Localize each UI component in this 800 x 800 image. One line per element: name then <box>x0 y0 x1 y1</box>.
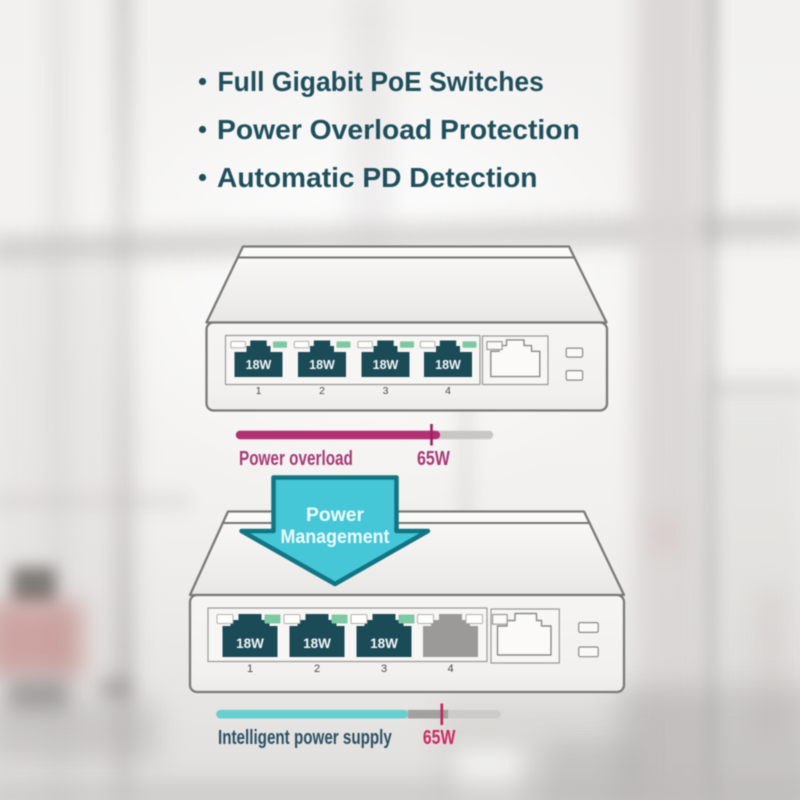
svg-text:Full Gigabit PoE Switches: Full Gigabit PoE Switches <box>218 65 544 97</box>
svg-text:18W: 18W <box>373 358 399 372</box>
svg-text:18W: 18W <box>303 636 331 651</box>
svg-text:4: 4 <box>447 663 453 675</box>
svg-text:3: 3 <box>383 385 389 397</box>
svg-text:3: 3 <box>381 663 387 675</box>
svg-text:18W: 18W <box>246 358 272 372</box>
svg-text:65W: 65W <box>417 447 451 469</box>
svg-text:18W: 18W <box>435 358 461 372</box>
svg-text:1: 1 <box>247 663 253 675</box>
svg-text:Intelligent power supply: Intelligent power supply <box>218 726 392 749</box>
svg-text:18W: 18W <box>370 636 398 651</box>
svg-text:18W: 18W <box>309 358 335 372</box>
svg-text:2: 2 <box>314 663 320 675</box>
svg-text:Power overload: Power overload <box>239 447 353 469</box>
svg-text:Automatic PD Detection: Automatic PD Detection <box>217 162 537 193</box>
svg-text:Power Overload Protection: Power Overload Protection <box>217 114 580 145</box>
svg-text:4: 4 <box>445 385 451 397</box>
svg-text:Power: Power <box>306 504 364 526</box>
svg-text:1: 1 <box>256 385 262 397</box>
svg-text:2: 2 <box>319 385 325 397</box>
svg-text:Management: Management <box>281 525 390 547</box>
svg-text:18W: 18W <box>236 636 264 651</box>
svg-text:65W: 65W <box>423 726 455 748</box>
